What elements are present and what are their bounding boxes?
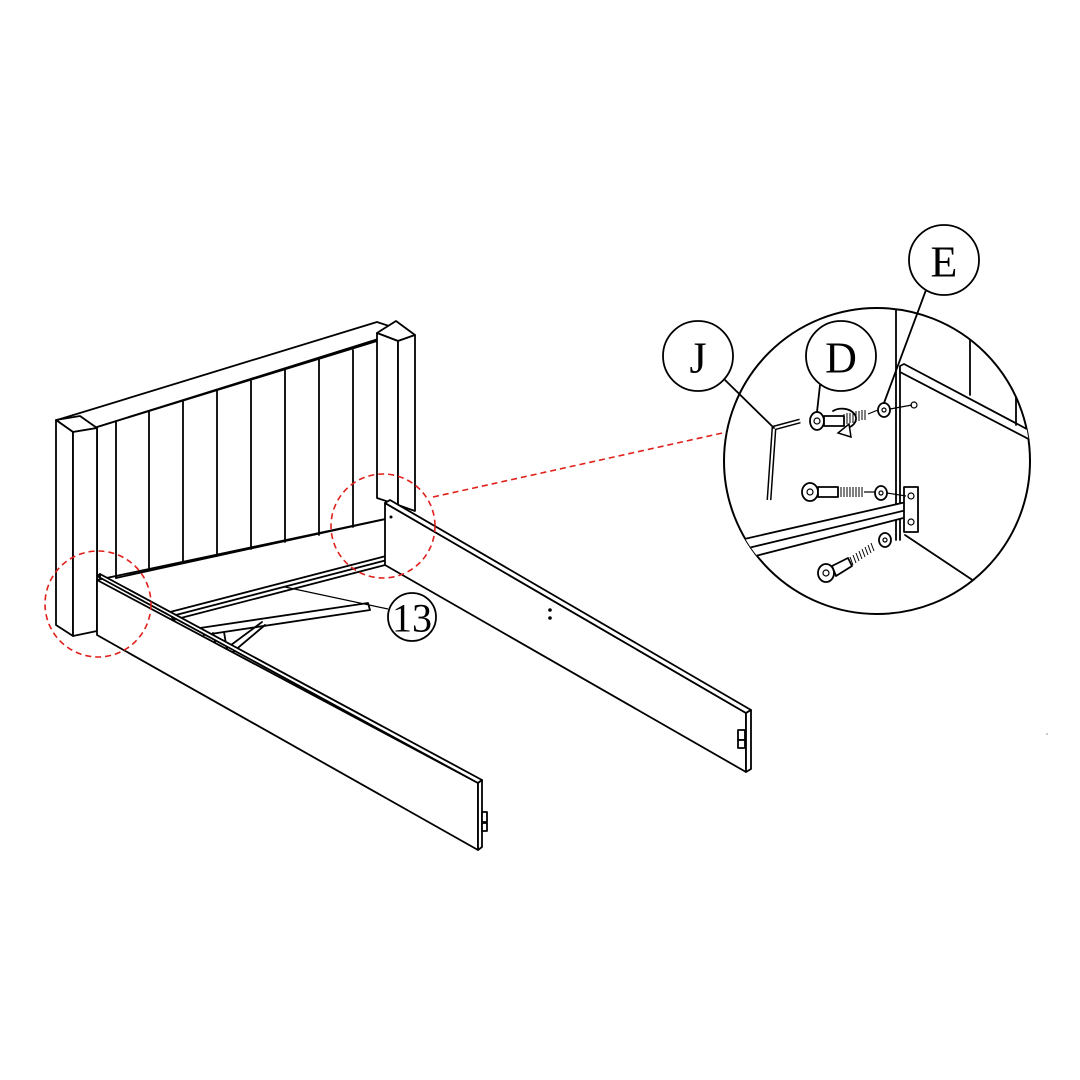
detail-view: [723, 307, 1031, 615]
svg-text:J: J: [689, 334, 706, 383]
right-post: [376, 320, 416, 512]
left-rail-bracket: [481, 811, 488, 832]
callout-13: 13: [387, 592, 437, 642]
svg-text:D: D: [825, 334, 857, 383]
highlight-joint-right: [330, 473, 436, 579]
bolt-d-top: [809, 407, 879, 439]
bolt-d-lower: [817, 532, 892, 583]
bolt-d-middle: [801, 482, 907, 502]
left-side-rail: [96, 573, 488, 851]
callout-e: E: [883, 224, 980, 404]
washer-e-middle: [874, 485, 888, 501]
rail-hole: [548, 616, 552, 620]
washer-e-lower: [878, 532, 892, 548]
right-side-rail: [384, 499, 752, 773]
right-rail-bracket: [737, 729, 746, 749]
highlight-joint-left: [44, 550, 152, 658]
rail-hole: [548, 608, 552, 612]
callout-j: J: [662, 320, 775, 429]
left-post: [55, 415, 98, 637]
headboard: [55, 320, 416, 637]
svg-text:E: E: [931, 238, 958, 287]
detail-leader-line: [432, 431, 728, 498]
callout-d: D: [805, 320, 877, 413]
rail-hole: [389, 515, 393, 519]
svg-text:13: 13: [392, 596, 432, 641]
stray-mark: [1046, 733, 1048, 735]
